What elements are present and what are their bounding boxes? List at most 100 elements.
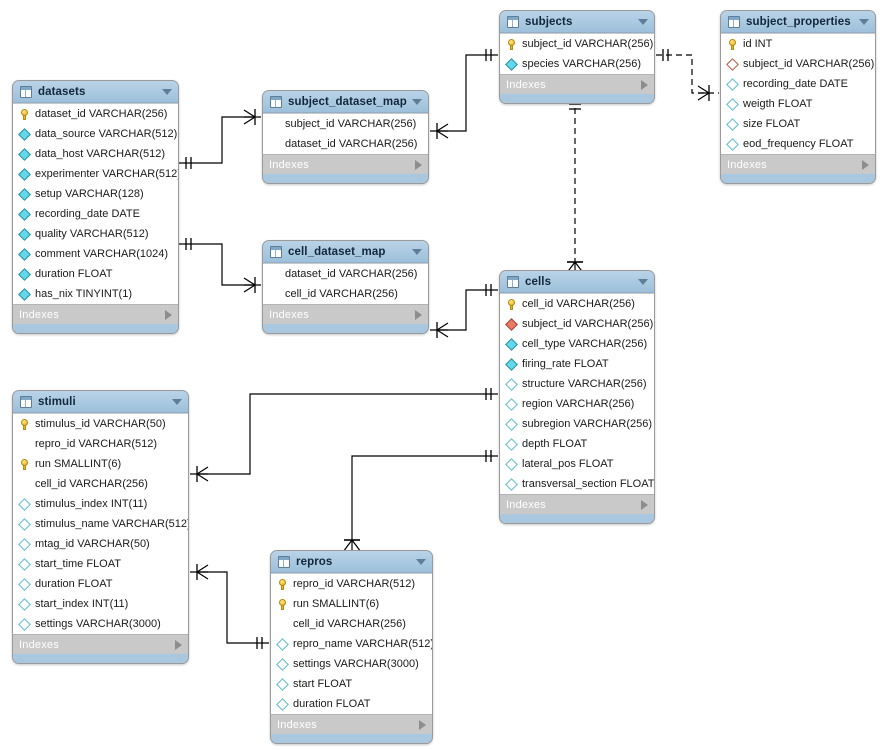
table-header-datasets[interactable]: datasets — [13, 81, 178, 103]
column-row[interactable]: start_index INT(11) — [13, 594, 188, 614]
column-row[interactable]: repro_name VARCHAR(512) — [271, 634, 432, 654]
column-row[interactable]: settings VARCHAR(3000) — [271, 654, 432, 674]
column-row[interactable]: cell_type VARCHAR(256) — [500, 334, 654, 354]
column-row[interactable]: dataset_id VARCHAR(256) — [13, 104, 178, 124]
table-header-repros[interactable]: repros — [271, 551, 432, 573]
column-row[interactable]: data_source VARCHAR(512) — [13, 124, 178, 144]
table-cells[interactable]: cells cell_id VARCHAR(256)subject_id VARC… — [499, 270, 655, 524]
indexes-section-subjects[interactable]: Indexes — [500, 74, 654, 94]
column-row[interactable]: settings VARCHAR(3000) — [13, 614, 188, 634]
column-row[interactable]: region VARCHAR(256) — [500, 394, 654, 414]
column-row[interactable]: subject_id VARCHAR(256) — [500, 34, 654, 54]
table-cell_dataset_map[interactable]: cell_dataset_map dataset_id VARCHAR(256)c… — [262, 240, 429, 334]
chevron-down-icon[interactable] — [412, 98, 422, 105]
column-row[interactable]: cell_id VARCHAR(256) — [263, 284, 428, 304]
column-row[interactable]: duration FLOAT — [271, 694, 432, 714]
primary-key-icon — [21, 108, 28, 120]
column-row[interactable]: eod_frequency FLOAT — [721, 134, 875, 154]
table-header-stimuli[interactable]: stimuli — [13, 391, 188, 413]
column-row[interactable]: start FLOAT — [271, 674, 432, 694]
chevron-down-icon[interactable] — [638, 18, 648, 25]
column-row[interactable]: data_host VARCHAR(512) — [13, 144, 178, 164]
column-row[interactable]: dataset_id VARCHAR(256) — [263, 264, 428, 284]
indexes-section-datasets[interactable]: Indexes — [13, 304, 178, 324]
column-row[interactable]: subject_id VARCHAR(256) — [263, 114, 428, 134]
indexes-section-cell_dataset_map[interactable]: Indexes — [263, 304, 428, 324]
indexes-section-subject_properties[interactable]: Indexes — [721, 154, 875, 174]
column-row[interactable]: repro_id VARCHAR(512) — [271, 574, 432, 594]
indexes-section-stimuli[interactable]: Indexes — [13, 634, 188, 654]
chevron-right-icon[interactable] — [415, 309, 422, 320]
column-row[interactable]: recording_date DATE — [13, 204, 178, 224]
indexes-section-cells[interactable]: Indexes — [500, 494, 654, 514]
chevron-down-icon[interactable] — [162, 88, 172, 95]
column-row[interactable]: cell_id VARCHAR(256) — [271, 614, 432, 634]
column-row[interactable]: mtag_id VARCHAR(50) — [13, 534, 188, 554]
column-row[interactable]: weigth FLOAT — [721, 94, 875, 114]
chevron-down-icon[interactable] — [416, 558, 426, 565]
column-label: firing_rate FLOAT — [522, 358, 609, 370]
chevron-right-icon[interactable] — [641, 79, 648, 90]
indexes-section-repros[interactable]: Indexes — [271, 714, 432, 734]
column-row[interactable]: repro_id VARCHAR(512) — [13, 434, 188, 454]
column-row[interactable]: transversal_section FLOAT — [500, 474, 654, 494]
table-header-subjects[interactable]: subjects — [500, 11, 654, 33]
column-row[interactable]: dataset_id VARCHAR(256) — [263, 134, 428, 154]
column-row[interactable]: run SMALLINT(6) — [13, 454, 188, 474]
column-row[interactable]: subject_id VARCHAR(256) — [500, 314, 654, 334]
column-label: duration FLOAT — [35, 268, 113, 280]
indexes-section-subject_dataset_map[interactable]: Indexes — [263, 154, 428, 174]
column-cyan-diamond-icon — [505, 337, 518, 351]
chevron-right-icon[interactable] — [641, 499, 648, 510]
table-header-subject_dataset_map[interactable]: subject_dataset_map — [263, 91, 428, 113]
column-row[interactable]: duration FLOAT — [13, 264, 178, 284]
column-row[interactable]: duration FLOAT — [13, 574, 188, 594]
column-row[interactable]: experimenter VARCHAR(512) — [13, 164, 178, 184]
column-row[interactable]: depth FLOAT — [500, 434, 654, 454]
column-row[interactable]: size FLOAT — [721, 114, 875, 134]
column-row[interactable]: subregion VARCHAR(256) — [500, 414, 654, 434]
column-row[interactable]: setup VARCHAR(128) — [13, 184, 178, 204]
chevron-right-icon[interactable] — [175, 639, 182, 650]
chevron-right-icon[interactable] — [415, 159, 422, 170]
column-row[interactable]: id INT — [721, 34, 875, 54]
table-header-cell_dataset_map[interactable]: cell_dataset_map — [263, 241, 428, 263]
chevron-right-icon[interactable] — [165, 309, 172, 320]
column-row[interactable]: subject_id VARCHAR(256) — [721, 54, 875, 74]
chevron-down-icon[interactable] — [412, 248, 422, 255]
column-row[interactable]: species VARCHAR(256) — [500, 54, 654, 74]
chevron-down-icon[interactable] — [638, 278, 648, 285]
column-row[interactable]: stimulus_index INT(11) — [13, 494, 188, 514]
table-header-cells[interactable]: cells — [500, 271, 654, 293]
column-cyan-diamond-icon — [505, 57, 518, 71]
column-row[interactable]: stimulus_id VARCHAR(50) — [13, 414, 188, 434]
column-row[interactable]: recording_date DATE — [721, 74, 875, 94]
column-row[interactable]: cell_id VARCHAR(256) — [13, 474, 188, 494]
column-row[interactable]: quality VARCHAR(512) — [13, 224, 178, 244]
chevron-down-icon[interactable] — [859, 18, 869, 25]
column-row[interactable]: start_time FLOAT — [13, 554, 188, 574]
column-row[interactable]: comment VARCHAR(1024) — [13, 244, 178, 264]
column-row[interactable]: lateral_pos FLOAT — [500, 454, 654, 474]
column-icon-slot — [18, 127, 31, 141]
chevron-right-icon[interactable] — [862, 159, 869, 170]
chevron-down-icon[interactable] — [172, 398, 182, 405]
column-row[interactable]: has_nix TINYINT(1) — [13, 284, 178, 304]
column-cyan-diamond-icon — [18, 227, 31, 241]
table-title: cell_dataset_map — [288, 245, 386, 258]
column-row[interactable]: cell_id VARCHAR(256) — [500, 294, 654, 314]
table-header-subject_properties[interactable]: subject_properties — [721, 11, 875, 33]
table-title: cells — [525, 275, 552, 288]
column-row[interactable]: stimulus_name VARCHAR(512) — [13, 514, 188, 534]
column-row[interactable]: run SMALLINT(6) — [271, 594, 432, 614]
chevron-right-icon[interactable] — [419, 719, 426, 730]
column-hollow-diamond-icon — [18, 577, 31, 591]
column-row[interactable]: structure VARCHAR(256) — [500, 374, 654, 394]
column-row[interactable]: firing_rate FLOAT — [500, 354, 654, 374]
